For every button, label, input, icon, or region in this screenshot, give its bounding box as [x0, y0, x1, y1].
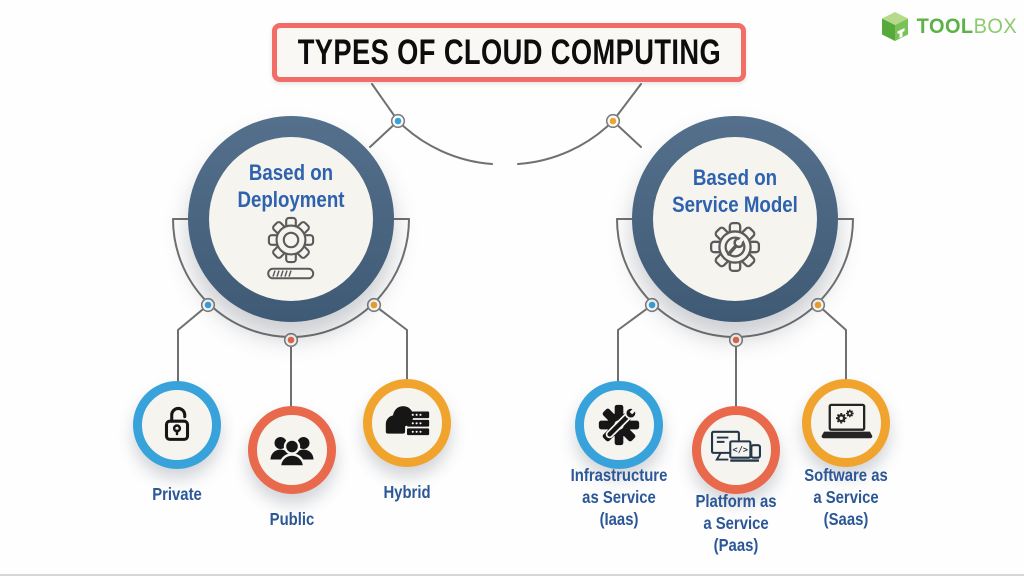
connector-hybrid: [373, 304, 408, 382]
laptop-gears-icon: [821, 403, 873, 439]
brand-logo: TOOLBOX: [880, 11, 1020, 43]
junction-dot-orange: [605, 113, 621, 129]
label-private: Private: [152, 484, 202, 504]
svg-text:</>: </>: [733, 445, 749, 455]
title-box: TYPES OF CLOUD COMPUTING: [272, 23, 746, 82]
label-paas: Platform as a Service (Paas): [695, 491, 777, 555]
hub-based-on-service-model: Based on Service Model: [632, 116, 838, 322]
progress-bar-icon: [267, 267, 315, 279]
hub-based-on-deployment: Based on Deployment: [188, 116, 394, 322]
brand-logo-light: BOX: [973, 15, 1018, 38]
people-group-icon: [270, 437, 314, 468]
connector-title-right: [612, 83, 642, 122]
junction-dot-blue: [200, 297, 216, 313]
label-hybrid: Hybrid: [383, 482, 431, 502]
junction-dot-red: [283, 332, 299, 348]
cloud-server-icon: [385, 406, 430, 436]
gear-icon: [267, 216, 315, 263]
junction-dot-orange: [810, 297, 826, 313]
node-paas: </>: [692, 406, 780, 494]
brand-logo-text: TOOLBOX: [917, 15, 1018, 39]
gear-wrench-solid-icon: [598, 404, 640, 446]
center-arc-left: [397, 120, 493, 165]
label-iaas: Infrastructure as Service (Iaas): [570, 465, 668, 529]
brand-logo-bold: TOOL: [916, 15, 974, 38]
label-saas: Software as a Service (Saas): [804, 465, 888, 529]
connector-title-left: [371, 83, 399, 122]
open-padlock-icon: [164, 406, 190, 441]
node-public: [248, 406, 336, 494]
junction-dot-red: [728, 332, 744, 348]
junction-dot-blue: [390, 113, 406, 129]
node-saas: [802, 379, 890, 467]
node-hybrid: [363, 379, 451, 467]
junction-dot-orange: [366, 297, 382, 313]
toolbox-cube-icon: [882, 12, 908, 41]
center-arc-right: [517, 120, 614, 165]
label-public: Public: [269, 509, 315, 529]
junction-dots: [200, 113, 826, 348]
page-title: TYPES OF CLOUD COMPUTING: [297, 32, 721, 72]
connector-private: [177, 304, 209, 384]
connector-iaas: [617, 304, 653, 384]
junction-dot-blue: [644, 297, 660, 313]
node-private: [133, 381, 221, 469]
connector-saas: [817, 304, 847, 382]
devices-code-icon: </>: [710, 430, 762, 462]
hub-title: Based on Deployment: [237, 159, 345, 212]
hub-title: Based on Service Model: [672, 165, 798, 217]
node-iaas: [575, 381, 663, 469]
gear-wrench-icon: [709, 221, 761, 273]
